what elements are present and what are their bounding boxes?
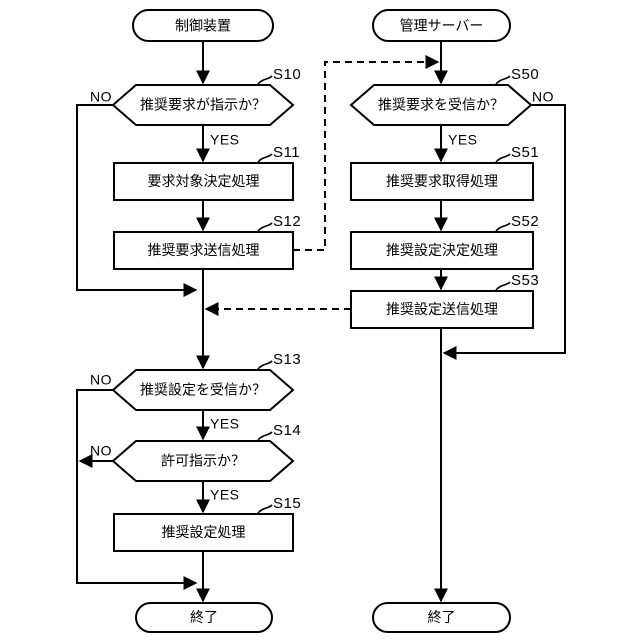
step-label-s50: S50 bbox=[511, 66, 539, 83]
step-label-s12: S12 bbox=[273, 213, 301, 230]
node-start-right: 管理サーバー bbox=[372, 9, 511, 42]
step-label-s52: S52 bbox=[511, 213, 539, 230]
edge-s13-no-loop bbox=[76, 389, 198, 590]
node-s14-label: 許可指示か？ bbox=[161, 454, 245, 470]
node-end-left-label: 終了 bbox=[190, 610, 218, 626]
leader-s14 bbox=[257, 431, 273, 441]
node-s13-label: 推奨設定を受信か？ bbox=[140, 383, 266, 399]
leader-s52 bbox=[495, 222, 511, 232]
branch-label-s50-yes: YES bbox=[448, 132, 478, 148]
branch-label-s50-no: NO bbox=[532, 89, 554, 105]
step-label-s13: S13 bbox=[273, 351, 301, 368]
edge-s12-to-s50-dashed bbox=[293, 55, 440, 251]
node-end-left: 終了 bbox=[135, 602, 273, 633]
node-s53: 推奨設定送信処理 bbox=[350, 290, 534, 329]
branch-label-s14-yes: YES bbox=[210, 487, 240, 503]
branch-label-s10-yes: YES bbox=[210, 132, 240, 148]
leader-s51 bbox=[495, 153, 511, 163]
node-s11: 要求対象決定処理 bbox=[113, 162, 294, 201]
node-s51: 推奨要求取得処理 bbox=[350, 162, 534, 201]
branch-label-s13-yes: YES bbox=[210, 416, 240, 432]
node-s52-label: 推奨設定決定処理 bbox=[386, 243, 498, 259]
step-label-s51: S51 bbox=[511, 144, 539, 161]
branch-label-s13-no: NO bbox=[90, 372, 112, 388]
edge-s50-no-loop bbox=[442, 104, 566, 360]
leader-s11 bbox=[257, 153, 273, 163]
step-label-s53: S53 bbox=[511, 272, 539, 289]
step-label-s11: S11 bbox=[273, 144, 300, 161]
edge-s10-no-loop bbox=[76, 104, 198, 297]
node-s12-label: 推奨要求送信処理 bbox=[148, 243, 260, 259]
node-s51-label: 推奨要求取得処理 bbox=[386, 173, 498, 190]
node-s11-label: 要求対象決定処理 bbox=[148, 174, 260, 190]
node-start-left-label: 制御装置 bbox=[175, 19, 231, 35]
step-label-s14: S14 bbox=[273, 422, 301, 439]
leader-s10 bbox=[257, 75, 273, 85]
node-start-left: 制御装置 bbox=[132, 9, 274, 42]
node-start-right-label: 管理サーバー bbox=[400, 19, 484, 35]
leader-s12 bbox=[257, 222, 273, 232]
node-s52: 推奨設定決定処理 bbox=[350, 231, 534, 270]
node-s53-label: 推奨設定送信処理 bbox=[386, 302, 498, 318]
node-s10: 推奨要求が指示か？ bbox=[111, 84, 295, 126]
node-s12: 推奨要求送信処理 bbox=[113, 231, 294, 270]
node-s15-label: 推奨設定処理 bbox=[162, 525, 246, 541]
node-s14: 許可指示か？ bbox=[111, 440, 295, 482]
node-s15: 推奨設定処理 bbox=[113, 513, 294, 552]
leader-s15 bbox=[257, 504, 273, 514]
node-end-right-label: 終了 bbox=[428, 610, 456, 626]
branch-label-s10-no: NO bbox=[90, 89, 112, 105]
branch-label-s14-no: NO bbox=[90, 443, 112, 459]
node-s10-label: 推奨要求が指示か？ bbox=[140, 98, 266, 114]
node-end-right: 終了 bbox=[372, 602, 511, 633]
step-label-s15: S15 bbox=[273, 495, 301, 512]
node-s50: 推奨要求を受信か？ bbox=[349, 84, 533, 126]
leader-s53 bbox=[495, 281, 511, 291]
node-s50-label: 推奨要求を受信か？ bbox=[378, 98, 504, 114]
node-s13: 推奨設定を受信か？ bbox=[111, 369, 295, 411]
leader-s13 bbox=[257, 360, 273, 370]
leader-s50 bbox=[495, 75, 511, 85]
step-label-s10: S10 bbox=[273, 66, 301, 83]
